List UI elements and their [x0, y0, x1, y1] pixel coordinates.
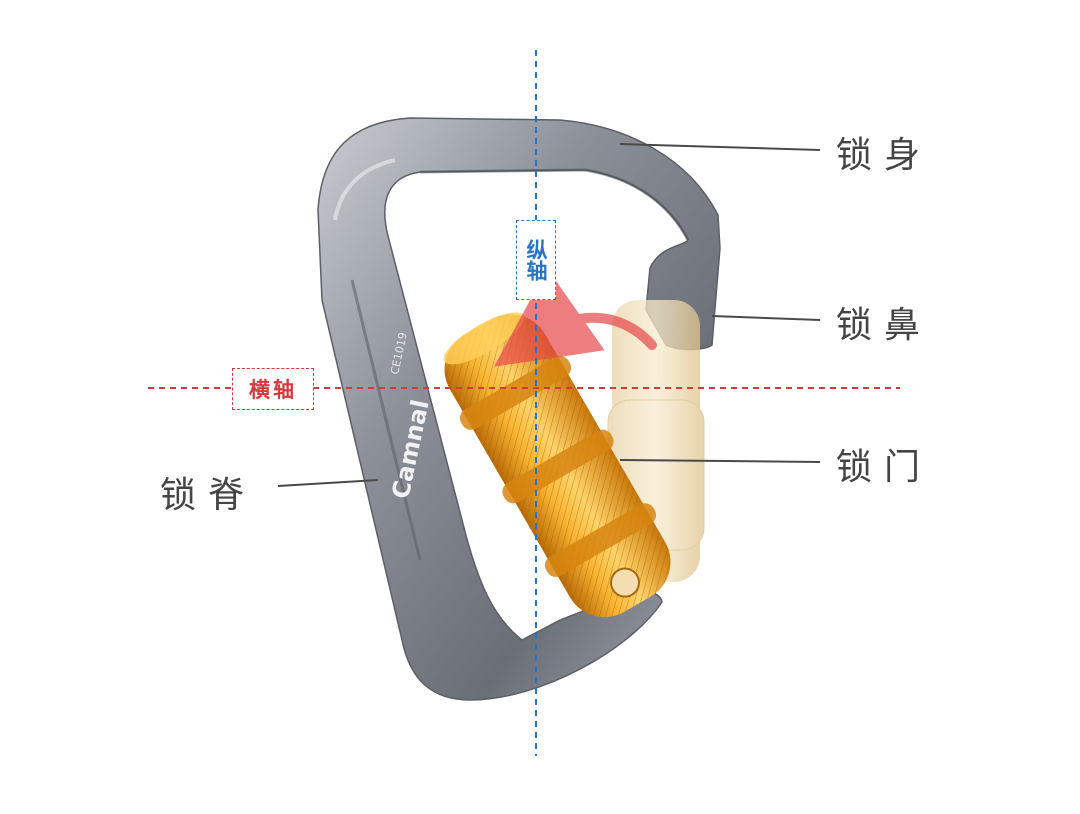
label-gate: 锁门: [836, 447, 933, 488]
label-body: 锁身: [836, 135, 933, 176]
leader-gate: [619, 459, 821, 463]
gate-sleeve: [443, 312, 671, 618]
vertical-axis-text: 纵轴: [524, 239, 548, 281]
leader-nose: [711, 315, 821, 321]
horizontal-axis-label: 横轴: [232, 368, 314, 410]
gate-motion-arrow: [494, 268, 657, 367]
leader-spine: [277, 479, 379, 487]
leader-body: [619, 143, 821, 151]
label-spine: 锁脊: [160, 475, 257, 516]
horizontal-axis-text: 横轴: [249, 378, 297, 402]
label-nose: 锁鼻: [836, 305, 933, 346]
vertical-axis-label: 纵轴: [516, 220, 556, 300]
